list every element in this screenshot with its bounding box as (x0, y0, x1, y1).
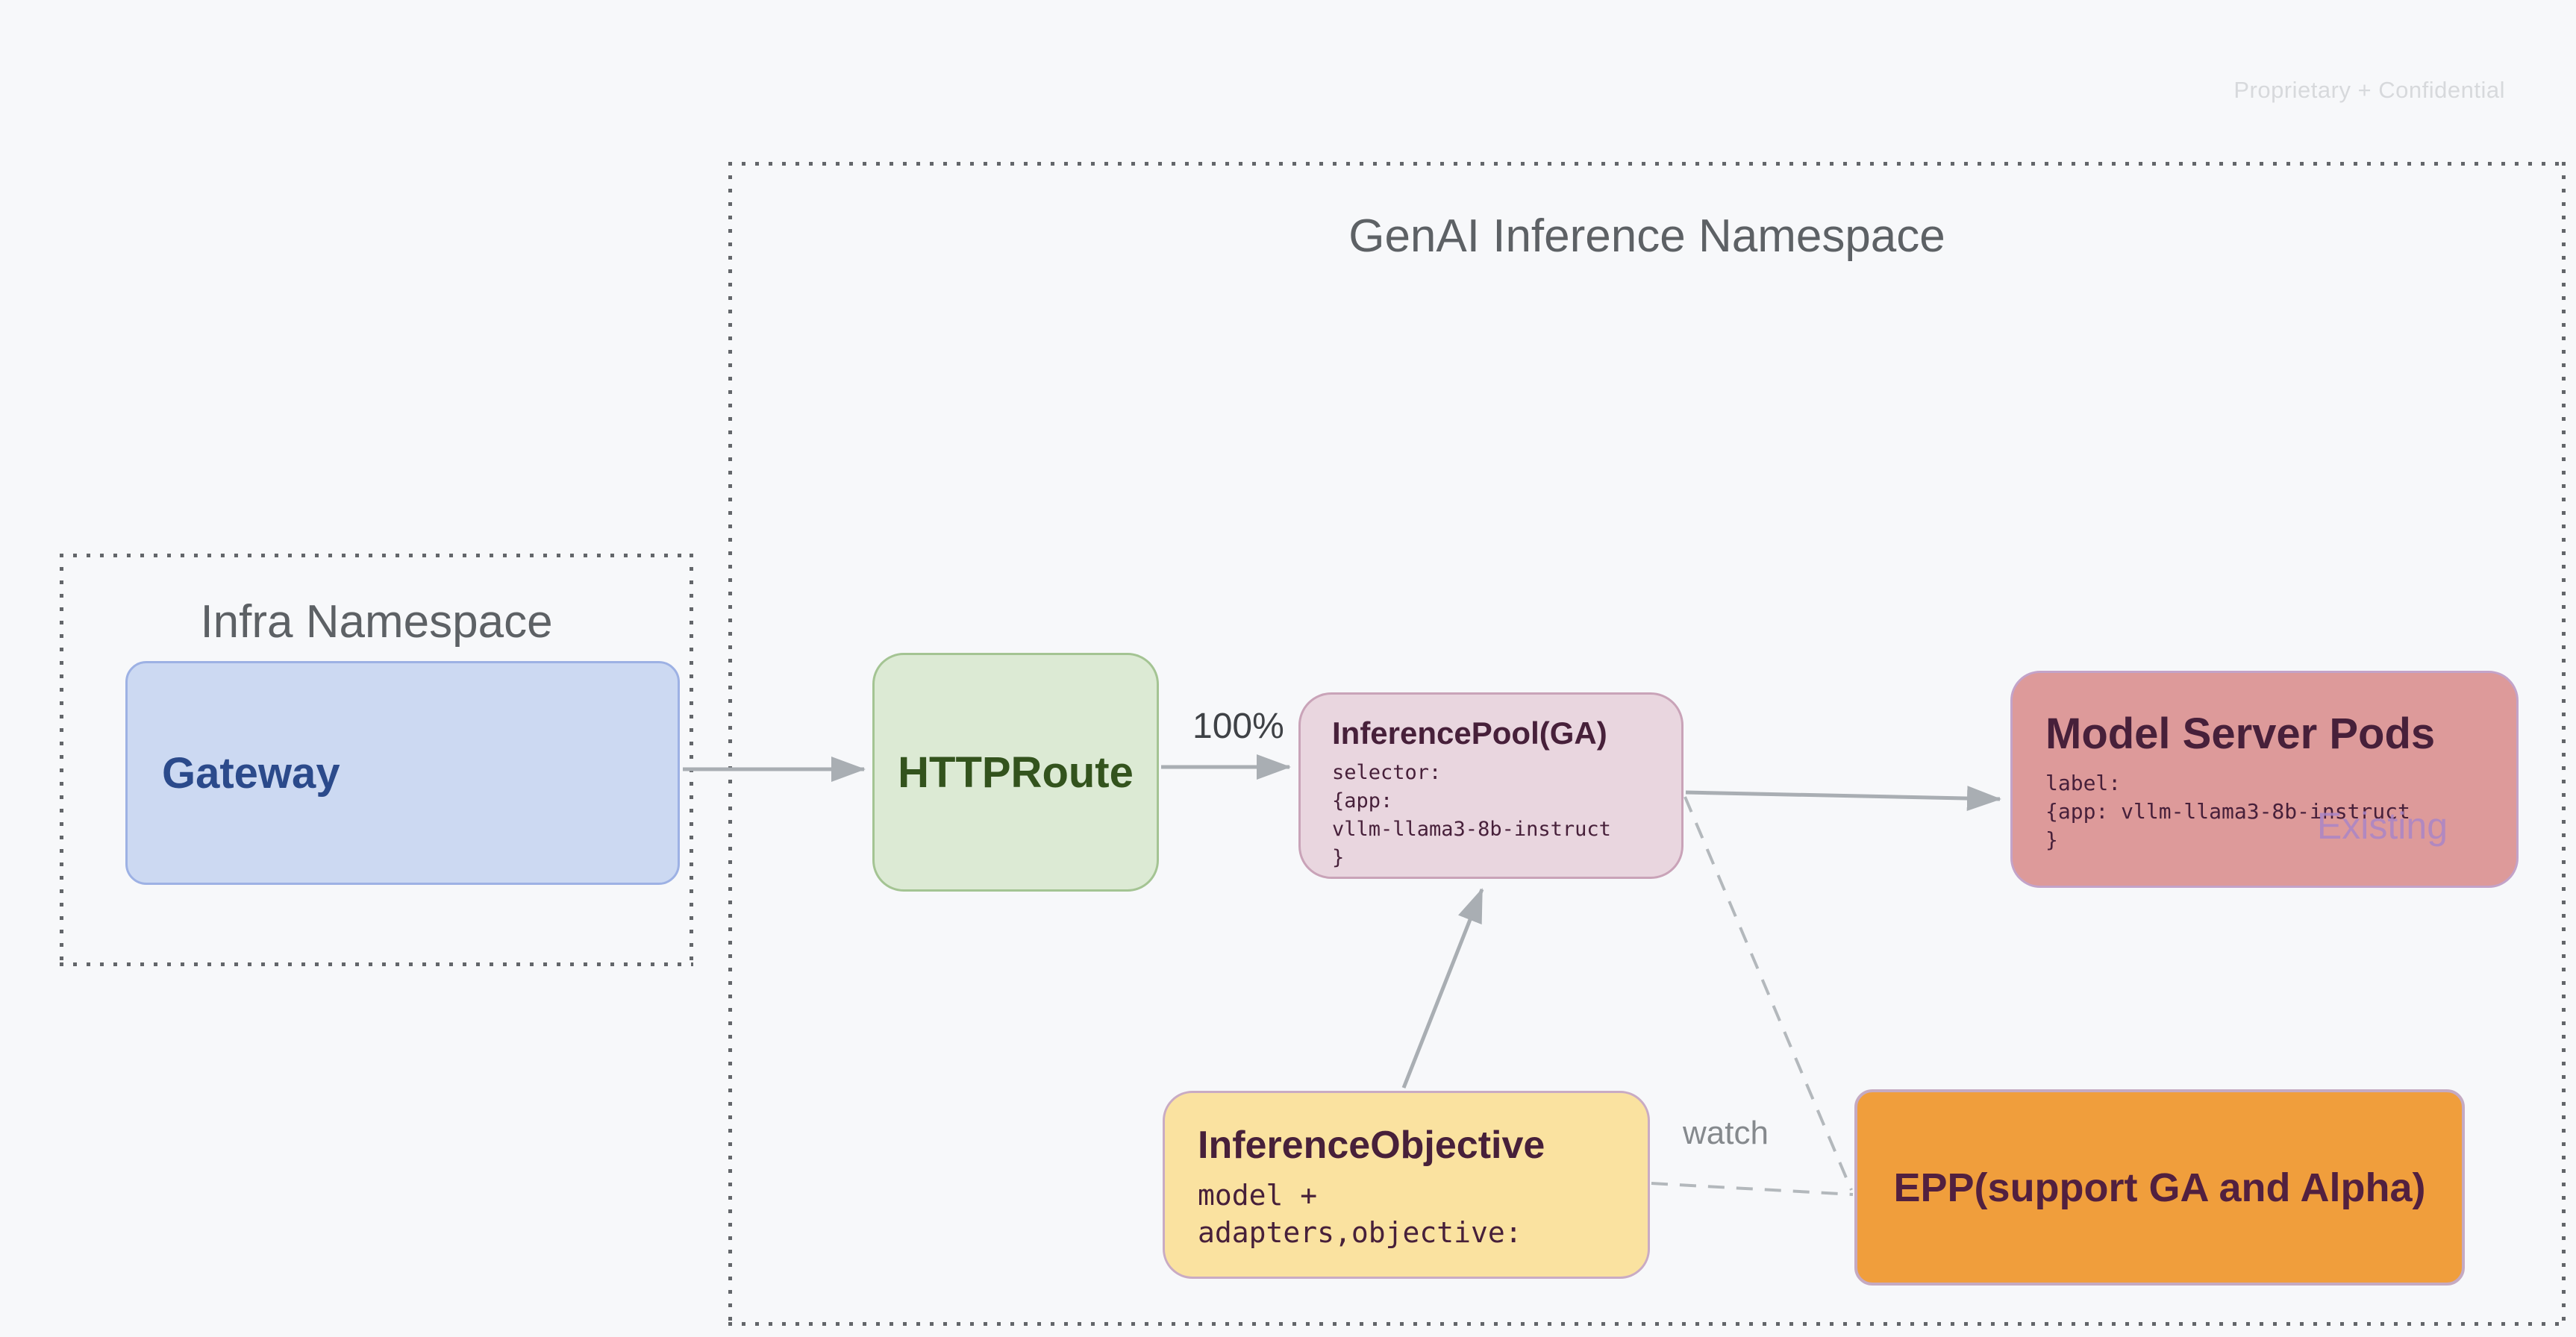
model-server-pods-label: Model Server Pods (2045, 710, 2436, 758)
httproute-label: HTTPRoute (898, 748, 1134, 797)
node-httproute: HTTPRoute (872, 653, 1159, 892)
model-server-pods-label-code: label: {app: vllm-llama3-8b-instruct } (2045, 771, 2410, 852)
inference-pool-selector-code: selector: {app: vllm-llama3-8b-instruct … (1332, 761, 1611, 869)
confidential-watermark: Proprietary + Confidential (2233, 77, 2505, 103)
genai-namespace-title: GenAI Inference Namespace (1348, 210, 1945, 262)
inference-objective-code: model + adapters,objective: (1198, 1179, 1522, 1249)
infra-namespace-title: Infra Namespace (200, 596, 553, 648)
edge-inferencepool-to-modelserverpods (1685, 786, 2001, 812)
node-model-server-pods: Model Server Pods label: {app: vllm-llam… (2010, 671, 2519, 888)
existing-tag: Existing (2316, 805, 2448, 847)
gateway-label: Gateway (162, 748, 340, 798)
node-gateway: Gateway (125, 661, 680, 885)
node-inference-objective: InferenceObjective model + adapters,obje… (1163, 1091, 1650, 1279)
edge-inferenceobjective-to-inferencepool (1401, 888, 1484, 1089)
inference-objective-label: InferenceObjective (1198, 1124, 1545, 1167)
watch-label: watch (1683, 1115, 1769, 1151)
epp-label: EPP(support GA and Alpha) (1893, 1165, 2426, 1210)
node-epp: EPP(support GA and Alpha) (1854, 1089, 2465, 1286)
edge-dashed-watch-inferenceobjective-to-epp (1651, 1182, 1854, 1196)
inference-pool-label: InferencePool(GA) (1332, 716, 1607, 751)
route-weight-label: 100% (1192, 707, 1284, 746)
node-inference-pool: InferencePool(GA) selector: {app: vllm-l… (1298, 692, 1684, 879)
edge-dashed-inferencepool-to-epp (1684, 796, 1853, 1191)
